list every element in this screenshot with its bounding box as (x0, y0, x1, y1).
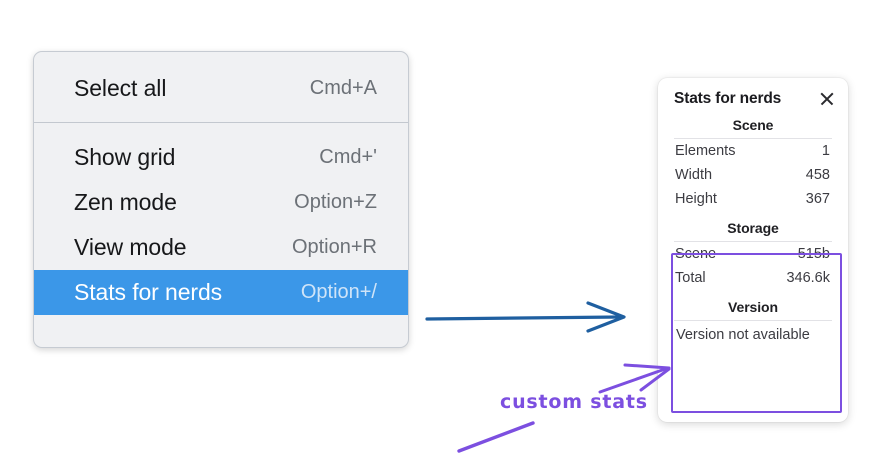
menu-item-zen-mode[interactable]: Zen mode Option+Z (34, 180, 408, 225)
menu-item-label: Zen mode (74, 189, 177, 215)
menu-item-shortcut: Option+R (291, 236, 377, 258)
stats-panel-body: Scene Elements 1 Width 458 Height 367 St… (658, 108, 848, 347)
stat-value: 515b (797, 246, 830, 262)
stats-for-nerds-panel[interactable]: Stats for nerds Scene Elements 1 Width 4… (658, 78, 848, 422)
stat-key: Scene (675, 246, 717, 262)
stat-value: 458 (805, 167, 830, 183)
menu-item-label: Select all (74, 75, 167, 101)
menu-item-label: View mode (74, 234, 187, 260)
menu-item-shortcut: Option+Z (294, 191, 377, 213)
section-title-scene: Scene (732, 117, 774, 133)
menu-item-shortcut: Option+/ (300, 281, 377, 303)
stat-key: Total (675, 270, 706, 286)
menu-item-stats-for-nerds[interactable]: Stats for nerds Option+/ (34, 270, 408, 315)
close-icon[interactable] (818, 90, 836, 108)
menu-item-select-all[interactable]: Select all Cmd+A (34, 66, 408, 111)
menu-group-2: Show grid Cmd+' Zen mode Option+Z View m… (34, 123, 408, 330)
menu-item-show-grid[interactable]: Show grid Cmd+' (34, 135, 408, 180)
menu-item-label: Show grid (74, 144, 176, 170)
stat-value: 346.6k (786, 270, 830, 286)
stat-row-storage-scene: Scene 515b (672, 242, 834, 266)
stat-key: Width (675, 167, 713, 183)
section-divider (674, 138, 832, 139)
section-divider (674, 320, 832, 321)
custom-stats-callout-label: custom stats (500, 391, 648, 413)
menu-item-view-mode[interactable]: View mode Option+R (34, 225, 408, 270)
stat-key: Height (675, 191, 717, 207)
stats-panel-header: Stats for nerds (658, 78, 848, 108)
menu-bottom-padding (34, 315, 408, 330)
stat-row-height: Height 367 (672, 187, 834, 211)
stat-value: 1 (821, 143, 830, 159)
menu-divider (34, 122, 408, 123)
version-value: Version not available (676, 327, 810, 343)
blue-pointer-arrow (425, 301, 626, 333)
stat-row-elements: Elements 1 (672, 139, 834, 163)
stat-value: 367 (805, 191, 830, 207)
menu-item-label: Stats for nerds (74, 279, 223, 305)
stat-row-storage-total: Total 346.6k (672, 266, 834, 290)
stat-row-width: Width 458 (672, 163, 834, 187)
menu-item-shortcut: Cmd+A (309, 77, 377, 99)
menu-item-shortcut: Cmd+' (319, 146, 377, 168)
context-menu[interactable]: Select all Cmd+A Show grid Cmd+' Zen mod… (33, 51, 409, 348)
section-title-storage: Storage (727, 220, 779, 236)
menu-group-1: Select all Cmd+A (34, 52, 408, 122)
stats-panel-title: Stats for nerds (674, 90, 782, 107)
section-title-version: Version (728, 299, 778, 315)
stat-key: Elements (675, 143, 736, 159)
purple-callout-underline (457, 421, 535, 453)
section-divider (674, 241, 832, 242)
